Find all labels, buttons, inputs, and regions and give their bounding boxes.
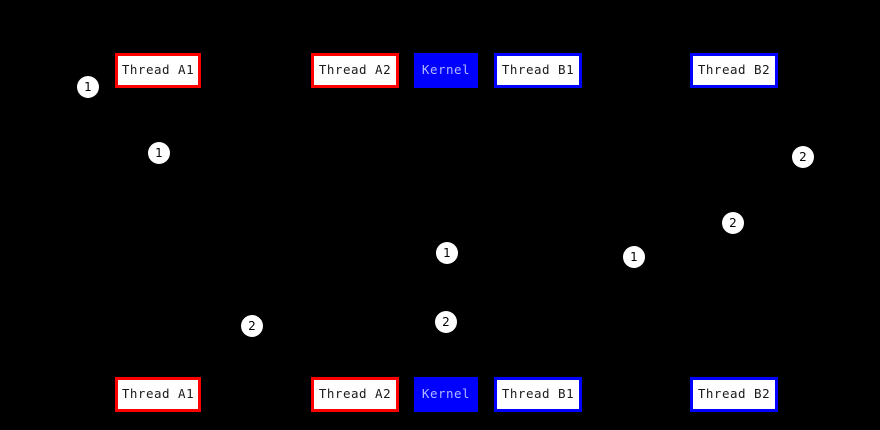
sequence-badge-label: 2 [729,216,737,230]
participant-label: Thread B2 [697,62,771,78]
sequence-badge-b1-mid[interactable]: 1 [623,246,645,268]
participant-box-thread-a2-bottom[interactable]: Thread A2 [311,377,399,412]
sequence-badge-label: 1 [84,80,92,94]
participant-label: Thread B2 [697,386,771,402]
participant-label: Kernel [421,62,471,78]
sequence-badge-kernel-upper[interactable]: 1 [436,242,458,264]
participant-label: Thread B1 [501,62,575,78]
sequence-badge-a1-upper[interactable]: 1 [148,142,170,164]
participant-box-kernel-bottom[interactable]: Kernel [414,377,478,412]
participant-box-kernel-top[interactable]: Kernel [414,53,478,88]
participant-box-thread-b1-top[interactable]: Thread B1 [494,53,582,88]
lifeline-stem-thread-a1 [157,88,159,377]
sequence-badge-a1-lower[interactable]: 2 [241,315,263,337]
sequence-badge-b2-lower[interactable]: 2 [722,212,744,234]
message-line-2 [354,250,445,251]
sequence-badge-a2-lower[interactable]: 2 [435,311,457,333]
participant-label: Thread A1 [121,62,195,78]
participant-box-thread-b2-bottom[interactable]: Thread B2 [690,377,778,412]
participant-label: Kernel [421,386,471,402]
participant-box-thread-a1-bottom[interactable]: Thread A1 [115,377,201,412]
lifeline-stem-thread-b1 [537,88,539,377]
sequence-badge-label: 2 [799,150,807,164]
message-line-4 [445,320,537,321]
participant-box-thread-a1-top[interactable]: Thread A1 [115,53,201,88]
sequence-badge-label: 2 [442,315,450,329]
sequence-badge-label: 1 [630,250,638,264]
sequence-badge-label: 1 [443,246,451,260]
lifeline-stem-thread-a2 [354,88,356,377]
participant-box-thread-b2-top[interactable]: Thread B2 [690,53,778,88]
message-line-1 [157,150,354,151]
participant-box-thread-a2-top[interactable]: Thread A2 [311,53,399,88]
sequence-badge-b2-upper[interactable]: 2 [792,146,814,168]
participant-label: Thread A2 [318,386,392,402]
participant-label: Thread A1 [121,386,195,402]
sequence-badge-label: 1 [155,146,163,160]
participant-box-thread-b1-bottom[interactable]: Thread B1 [494,377,582,412]
participant-label: Thread A2 [318,62,392,78]
sequence-badge-label: 2 [248,319,256,333]
participant-label: Thread B1 [501,386,575,402]
lifeline-stem-kernel [445,88,447,377]
sequence-badge-left-top[interactable]: 1 [77,76,99,98]
